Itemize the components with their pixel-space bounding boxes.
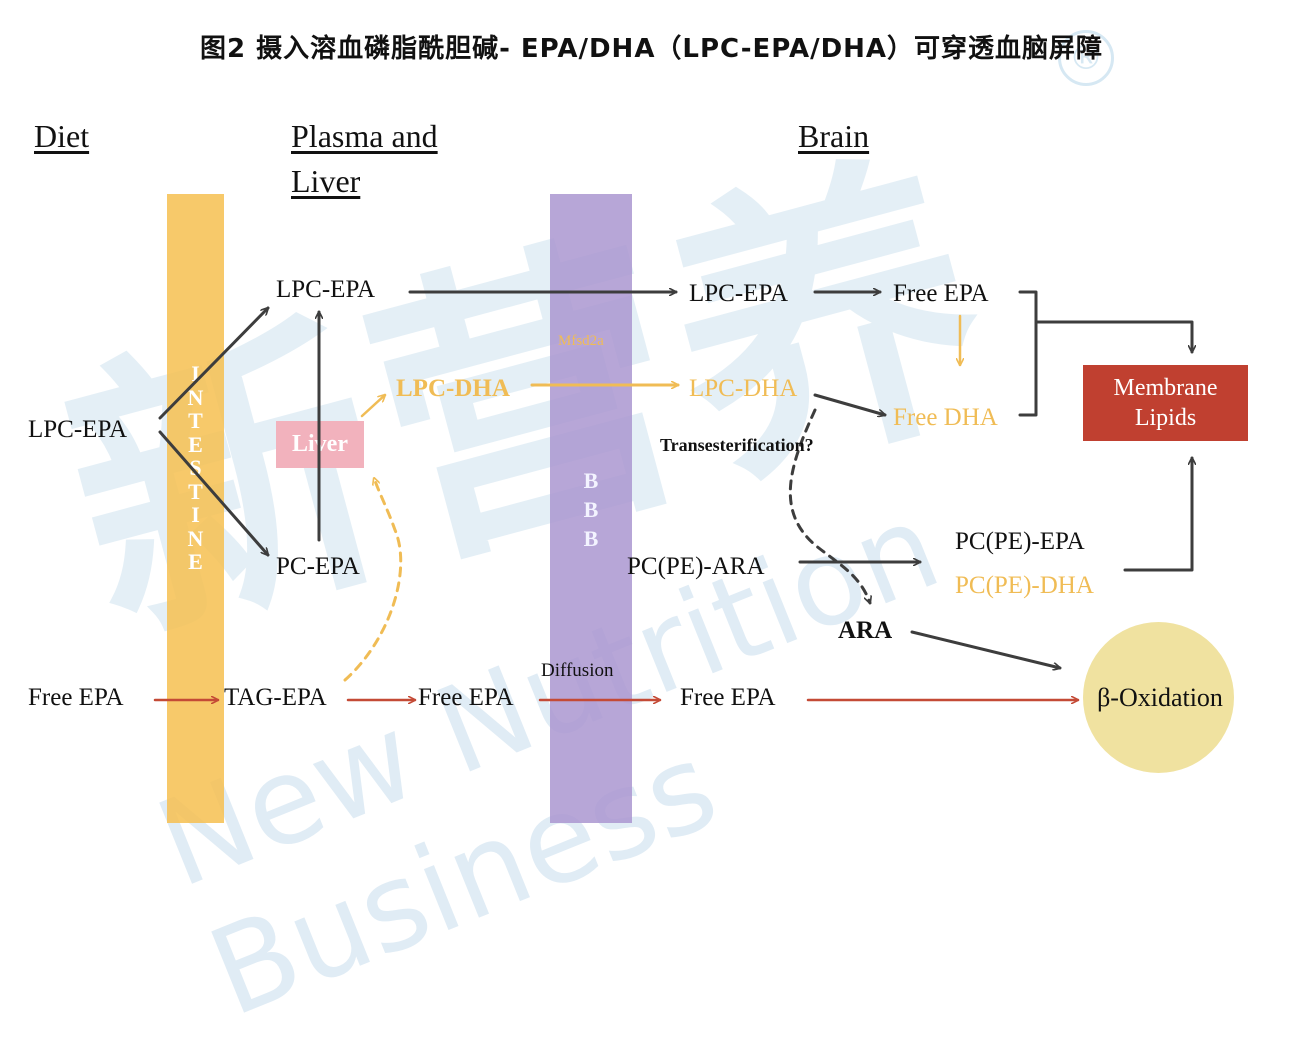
ara-label: ARA <box>838 617 893 644</box>
arrow-lpc-dha-to-free-dha <box>813 393 885 415</box>
bbb-letter: B <box>583 526 599 551</box>
bbb-band <box>550 194 632 823</box>
figure-title: 图2 摄入溶血磷脂酰胆碱- EPA/DHA（LPC-EPA/DHA）可穿透血脑屏… <box>199 34 1104 64</box>
intestine-letter: N <box>187 525 204 551</box>
arrow-liver-to-lpc-dha <box>360 395 385 418</box>
arrow-transesterification <box>788 408 870 603</box>
intestine-letter: T <box>188 408 203 433</box>
membrane-line1: Membrane <box>1113 375 1218 401</box>
tag-epa: TAG-EPA <box>224 684 327 711</box>
brain-lpc-dha: LPC-DHA <box>689 375 798 402</box>
membrane-line2: Lipids <box>1134 405 1197 431</box>
bbb-letter: B <box>583 468 599 493</box>
membrane-lipids-box: Membrane Lipids <box>1083 365 1248 441</box>
pc-pe-dha: PC(PE)-DHA <box>955 572 1094 599</box>
header-plasma-line1: Plasma and <box>291 118 438 154</box>
plasma-free-epa: Free EPA <box>418 684 514 711</box>
arrow-layer <box>153 0 1303 869</box>
mfsd2a-label: Mfsd2a <box>558 333 604 349</box>
diagram-canvas: 新营养 New Nutrition Business ® 图2 摄入溶血磷脂酰胆… <box>28 0 1303 1044</box>
diet-lpc-epa: LPC-EPA <box>28 416 128 443</box>
brain-free-epa-low: Free EPA <box>680 684 776 711</box>
intestine-letter: T <box>188 478 203 504</box>
intestine-letter: I <box>191 361 200 386</box>
diet-free-epa: Free EPA <box>28 684 124 711</box>
beta-oxidation-label: β-Oxidation <box>1097 683 1223 712</box>
arrow-pc-pe-to-membrane <box>1123 456 1192 572</box>
arrow-free-fa-to-membrane <box>1018 290 1192 417</box>
header-brain: Brain <box>798 118 870 154</box>
plasma-lpc-dha: LPC-DHA <box>396 375 510 402</box>
pc-pe-epa: PC(PE)-EPA <box>955 528 1085 555</box>
header-diet: Diet <box>34 118 90 154</box>
intestine-letter: I <box>191 502 200 527</box>
registered-mark: ® <box>1058 30 1114 86</box>
bbb-letter: B <box>583 497 599 522</box>
bbb-label: B B B <box>550 466 632 553</box>
intestine-letter: S <box>189 455 202 480</box>
intestine-letter: E <box>188 549 203 574</box>
arrow-ara-to-oxidation <box>910 630 1060 668</box>
header-plasma-line2: Liver <box>291 163 361 199</box>
transesterification-label: Transesterification? <box>660 435 814 455</box>
brain-lpc-epa: LPC-EPA <box>689 280 789 307</box>
arrow-diet-to-lpc-epa <box>158 308 268 420</box>
intestine-band <box>167 194 224 823</box>
brain-pc-pe-ara: PC(PE)-ARA <box>627 553 765 580</box>
free-epa: Free EPA <box>893 280 989 307</box>
intestine-label: I N T E S T I N E <box>167 362 224 574</box>
intestine-letter: E <box>188 431 203 457</box>
free-dha: Free DHA <box>893 404 998 431</box>
arrow-diet-to-pc-epa <box>158 430 268 555</box>
arrow-tag-to-liver-dashed <box>343 478 403 682</box>
diffusion-label: Diffusion <box>541 660 614 681</box>
intestine-letter: N <box>187 384 204 410</box>
plasma-pc-epa: PC-EPA <box>276 553 360 580</box>
plasma-lpc-epa: LPC-EPA <box>276 276 376 303</box>
beta-oxidation-circle <box>1083 622 1234 773</box>
